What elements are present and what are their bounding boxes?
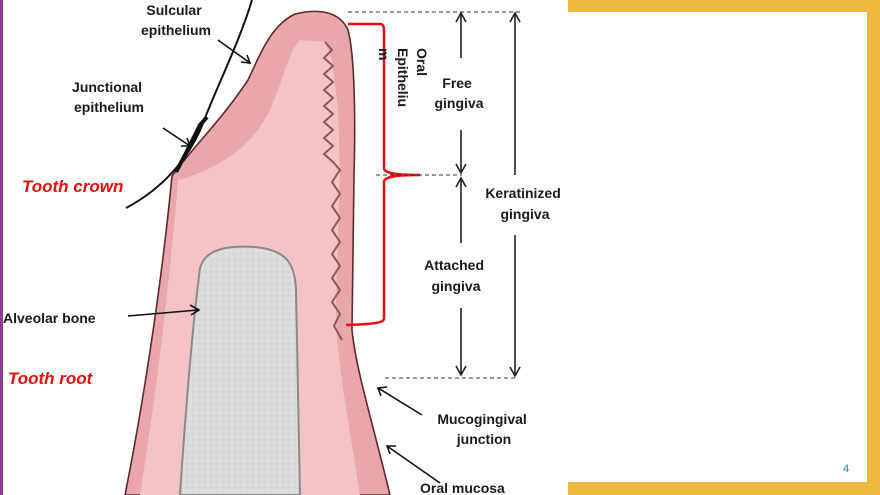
label-mucogingival-junction: Mucogingival junction <box>437 411 530 447</box>
alveolar-bone-shape <box>178 245 302 495</box>
left-accent-bar <box>0 0 3 495</box>
label-sulcular-epithelium: Sulcular epithelium <box>141 2 211 38</box>
label-pointer-arrows <box>127 39 441 484</box>
junctional-epithelium-band <box>174 115 209 173</box>
slide-number: 4 <box>843 463 850 475</box>
label-attached-gingiva: Attached gingiva <box>424 257 488 294</box>
label-oral-epithelium: Oral Epitheliu m <box>376 48 430 107</box>
svg-text:Oral: Oral <box>414 48 430 76</box>
svg-text:m: m <box>376 48 392 60</box>
label-tooth-crown: Tooth crown <box>22 177 123 196</box>
rete-pegs <box>322 41 343 341</box>
label-keratinized-gingiva: Keratinized gingiva <box>485 185 564 222</box>
label-oral-mucosa: Oral mucosa <box>420 480 505 495</box>
frame-bottom-border <box>568 482 880 495</box>
boundary-dashed-lines <box>348 11 520 379</box>
label-alveolar-bone: Alveolar bone <box>3 310 96 326</box>
label-junctional-epithelium: Junctional epithelium <box>72 79 146 115</box>
frame-top-border <box>568 0 880 12</box>
label-tooth-root: Tooth root <box>8 369 94 388</box>
svg-text:Epitheliu: Epitheliu <box>395 48 411 107</box>
frame-right-border <box>867 0 880 495</box>
dimension-arrows <box>455 11 521 378</box>
label-free-gingiva: Free gingiva <box>434 75 483 111</box>
